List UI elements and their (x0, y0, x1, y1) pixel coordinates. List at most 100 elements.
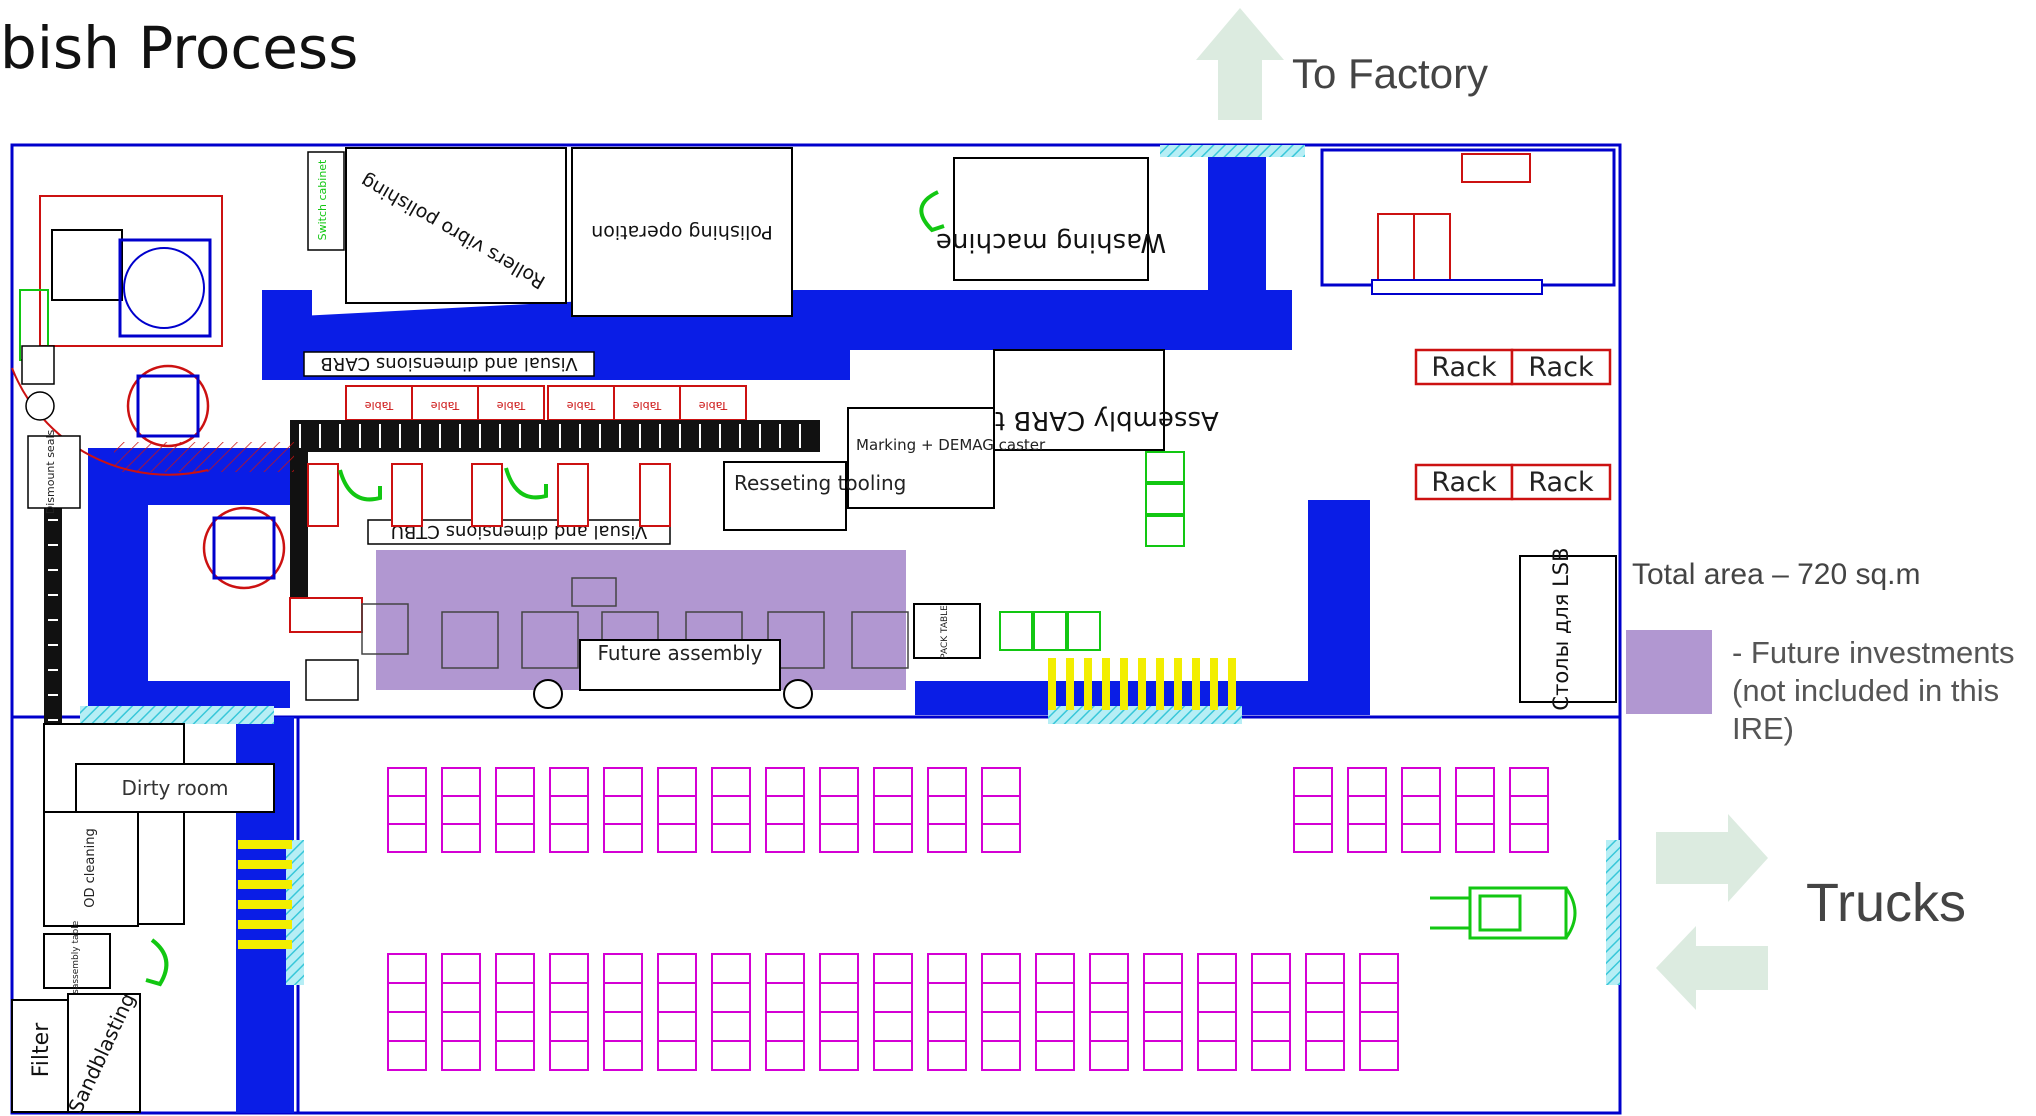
pallet-slot (1455, 795, 1495, 825)
pallet-slot (549, 1040, 589, 1071)
blasting-machine (19, 195, 223, 361)
pallet-slot (495, 1040, 535, 1071)
pallet-slot (441, 823, 481, 853)
pallet-slot (819, 767, 859, 797)
pallet-slot (981, 795, 1021, 825)
pallet-slot (441, 1011, 481, 1042)
pallet-slot (603, 1040, 643, 1071)
rack-label: Rack (1431, 352, 1497, 383)
conveyor-left (44, 508, 62, 778)
pallet-slot (603, 953, 643, 984)
pallet-slot (873, 1011, 913, 1042)
pallet-slot (1293, 795, 1333, 825)
pallet-slot (1089, 982, 1129, 1013)
pallet-slot (1143, 953, 1183, 984)
pallet-slot (1251, 953, 1291, 984)
pallet-slot (1509, 795, 1549, 825)
sandblasting-room (67, 993, 141, 1113)
pallet-slot (765, 982, 805, 1013)
pack-table-label: PACK TABLE (940, 605, 950, 659)
switch-cabinet-label: Switch cabinet (316, 159, 329, 240)
pallet-slot (1305, 982, 1345, 1013)
pallet-slot (1089, 1011, 1129, 1042)
pallet-slot (441, 953, 481, 984)
factory-door (1160, 145, 1305, 157)
filter-label: Filter (29, 1022, 54, 1077)
pallet-slot (657, 823, 697, 853)
to-factory-label: To Factory (1292, 50, 1489, 97)
pallet-slot (765, 1040, 805, 1071)
visual-carb-label: Visual and dimensions CARB (320, 353, 577, 374)
pallet-slot (1455, 823, 1495, 853)
pallet-slot (387, 1011, 427, 1042)
pallet-slot (603, 823, 643, 853)
pallet-slot (549, 823, 589, 853)
pallet-slot (1359, 982, 1399, 1013)
yellow-stripes-top (1048, 658, 1236, 710)
table-label: Table (567, 399, 597, 412)
pallet-slot (711, 1040, 751, 1071)
pallet-slot (873, 767, 913, 797)
od-cleaning-label: OD cleaning (83, 828, 98, 907)
pallet-slot (819, 795, 859, 825)
pallet-slot (981, 982, 1021, 1013)
pallet-slot (873, 795, 913, 825)
pallet-slot (1035, 982, 1075, 1013)
pallet-slot (1359, 1040, 1399, 1071)
rack-label: Rack (1528, 467, 1594, 498)
conveyor-vertical (290, 452, 308, 600)
pallet-slot (495, 982, 535, 1013)
polishing-operation (571, 147, 793, 317)
pallet-slot (873, 1040, 913, 1071)
od-cleaning (43, 811, 139, 927)
pallet-slot (1035, 953, 1075, 984)
dismount-seals (27, 435, 81, 509)
pallet-slot (1251, 1011, 1291, 1042)
pallet-slot (927, 982, 967, 1013)
pallet-slot (873, 823, 913, 853)
pallet-slot (927, 767, 967, 797)
pallet-slot (1401, 767, 1441, 797)
forklift-icon (1430, 886, 1577, 940)
pallet-slot (1509, 767, 1549, 797)
pallet-slot (1197, 1040, 1237, 1071)
marking-demag-caster (847, 407, 995, 509)
pallet-slot (441, 795, 481, 825)
table-label: Table (699, 399, 729, 412)
pallet-slot (495, 767, 535, 797)
pallet-slot (1509, 823, 1549, 853)
dirty-room-label-box (75, 763, 275, 813)
pallet-slot (495, 953, 535, 984)
page-title: bish Process (0, 14, 359, 82)
pallet-slot (981, 1040, 1021, 1071)
disassembly-table (43, 933, 111, 989)
pallet-slot (819, 1040, 859, 1071)
pallet-slot (1035, 1011, 1075, 1042)
pallet-slot (711, 767, 751, 797)
pallet-slot (1305, 953, 1345, 984)
pack-table (913, 603, 981, 659)
forklift-turn-icon (919, 190, 945, 233)
pallet-slot (819, 982, 859, 1013)
pallet-slot (495, 823, 535, 853)
pallet-slot (1401, 795, 1441, 825)
pallet-slot (1347, 795, 1387, 825)
yellow-stripes-left (238, 840, 292, 949)
pallet-slot (441, 982, 481, 1013)
pallet-slot (1035, 1040, 1075, 1071)
lsb-tables-label: Столы для LSB (1549, 547, 1573, 710)
to-factory-arrow (1196, 8, 1284, 120)
pallet-slot (441, 1040, 481, 1071)
pallet-slot (711, 823, 751, 853)
pallet-slot (765, 953, 805, 984)
pallet-slot (1197, 953, 1237, 984)
trucks-out-arrow (1656, 926, 1768, 1010)
pallet-slot (1305, 1011, 1345, 1042)
washing-machine (953, 157, 1149, 281)
pallet-slot (549, 767, 589, 797)
pallet-slot (927, 1040, 967, 1071)
resetting-tooling-label: Resseting tooling (734, 471, 906, 495)
pallet-slot (387, 982, 427, 1013)
green-stations (999, 451, 1185, 651)
